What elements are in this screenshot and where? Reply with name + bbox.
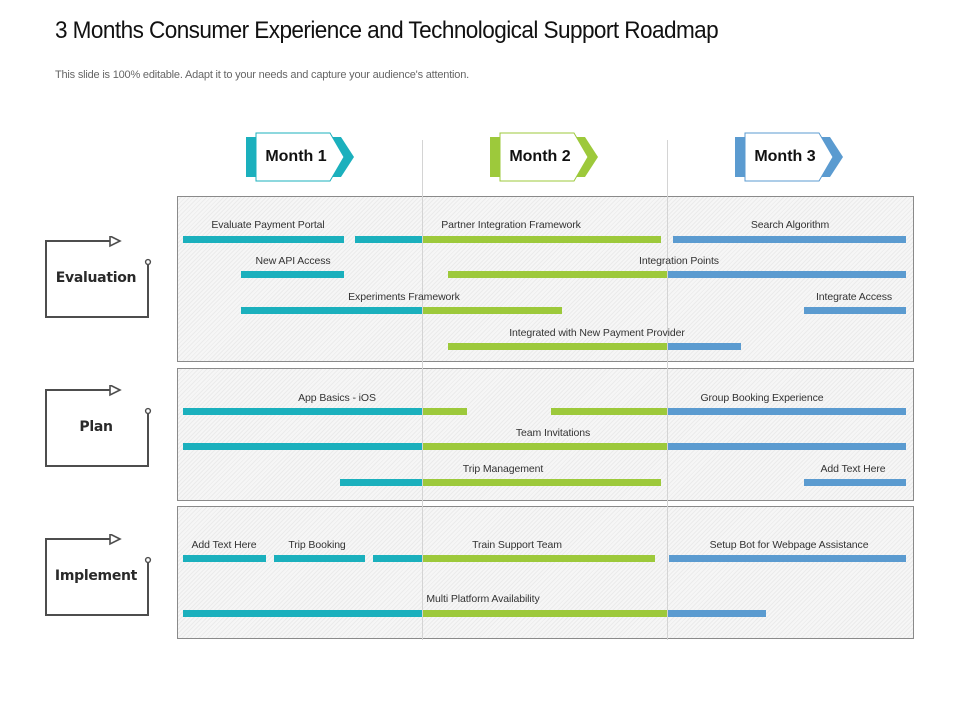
task-label: Train Support Team — [472, 539, 562, 551]
task-label: App Basics - iOS — [298, 392, 376, 404]
task-bar — [423, 555, 655, 562]
page-title: 3 Months Consumer Experience and Technol… — [55, 17, 719, 44]
task-bar — [804, 479, 906, 486]
stage-implement-label: Implement — [54, 568, 138, 584]
task-bar — [448, 271, 667, 278]
task-label: Partner Integration Framework — [441, 219, 581, 231]
task-label: Trip Booking — [288, 539, 346, 551]
task-bar — [183, 555, 266, 562]
stage-evaluation-label: Evaluation — [55, 270, 137, 286]
task-bar — [448, 343, 667, 350]
task-label: Team Invitations — [515, 427, 591, 439]
stage-bracket-arrow-icon — [45, 236, 152, 318]
task-bar — [274, 555, 365, 562]
task-bar — [183, 443, 423, 450]
plan-panel — [177, 368, 914, 501]
task-bar — [423, 610, 667, 617]
task-bar — [183, 236, 344, 243]
month-3-header: Month 3 — [735, 132, 845, 182]
task-bar — [423, 443, 667, 450]
task-bar — [667, 443, 906, 450]
task-label: Integrated with New Payment Provider — [509, 327, 685, 339]
month-1-header: Month 1 — [246, 132, 356, 182]
task-bar — [551, 408, 667, 415]
task-label: Group Booking Experience — [700, 392, 824, 404]
month-3-label: Month 3 — [754, 148, 816, 165]
month-2-header: Month 2 — [490, 132, 600, 182]
task-bar — [667, 343, 741, 350]
task-label: Integration Points — [639, 255, 719, 267]
month-1-label: Month 1 — [265, 148, 327, 165]
task-bar — [667, 271, 906, 278]
task-label: Evaluate Payment Portal — [211, 219, 325, 231]
stage-evaluation: Evaluation — [44, 236, 152, 318]
task-label: Setup Bot for Webpage Assistance — [709, 539, 869, 551]
task-label: Trip Management — [462, 463, 544, 475]
month-3-chevron-icon — [735, 132, 843, 182]
task-bar — [355, 236, 423, 243]
task-bar — [804, 307, 906, 314]
task-bar — [241, 307, 423, 314]
page-subtitle: This slide is 100% editable. Adapt it to… — [55, 69, 469, 81]
task-bar — [669, 555, 906, 562]
evaluation-panel — [177, 196, 914, 362]
task-label: Experiments Framework — [348, 291, 460, 303]
stage-bracket-arrow-icon — [45, 534, 152, 616]
task-bar — [667, 408, 906, 415]
stage-plan-label: Plan — [79, 419, 113, 435]
task-bar — [667, 610, 766, 617]
task-bar — [423, 408, 467, 415]
task-label: Add Text Here — [820, 463, 886, 475]
task-label: Multi Platform Availability — [426, 593, 540, 605]
task-label: Search Algorithm — [750, 219, 830, 231]
month-divider-1 — [422, 140, 423, 640]
task-label: New API Access — [255, 255, 331, 267]
month-2-label: Month 2 — [509, 148, 571, 165]
month-divider-2 — [667, 140, 668, 640]
task-bar — [340, 479, 423, 486]
task-label: Integrate Access — [815, 291, 893, 303]
task-bar — [423, 236, 661, 243]
task-bar — [183, 408, 423, 415]
month-1-chevron-icon — [246, 132, 354, 182]
implement-panel — [177, 506, 914, 639]
task-bar — [183, 610, 423, 617]
task-bar — [423, 479, 661, 486]
month-2-chevron-icon — [490, 132, 598, 182]
task-bar — [241, 271, 344, 278]
task-bar — [373, 555, 423, 562]
task-bar — [423, 307, 562, 314]
task-bar — [673, 236, 906, 243]
stage-implement: Implement — [44, 534, 152, 616]
stage-plan: Plan — [44, 385, 152, 467]
task-label: Add Text Here — [191, 539, 257, 551]
stage-bracket-arrow-icon — [45, 385, 152, 467]
